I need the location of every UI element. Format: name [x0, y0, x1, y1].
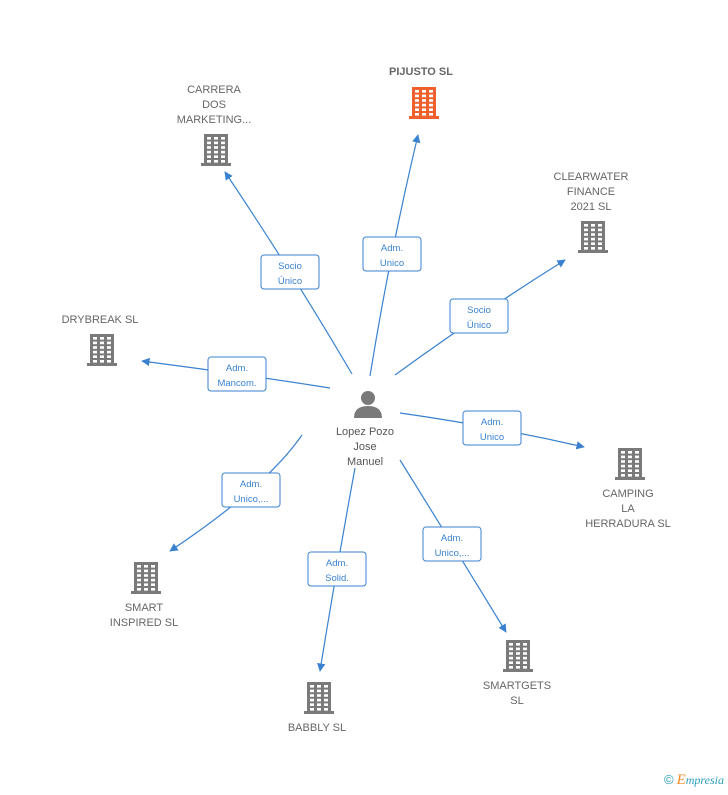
company-label-line: 2021 SL	[571, 201, 612, 213]
edge-label-line: Solid.	[325, 573, 349, 584]
person-name-line: Lopez Pozo	[336, 426, 394, 438]
edge-label-box[interactable]	[307, 551, 367, 587]
person-name-line: Jose	[353, 441, 376, 453]
edge-label-box[interactable]	[221, 472, 281, 508]
brand-initial: E	[676, 772, 686, 788]
person-icon	[354, 391, 382, 418]
building-icon[interactable]	[409, 87, 439, 119]
edge-label-line: Mancom.	[217, 378, 256, 389]
edges-layer: Adm.UnicoSocioÚnicoSocioÚnicoAdm.Mancom.…	[141, 134, 585, 672]
company-label-line: DOS	[202, 99, 226, 111]
edge-label-box[interactable]	[422, 526, 482, 562]
company-node-pijusto[interactable]: PIJUSTO SL	[389, 66, 453, 119]
edge-label-line: Adm.	[240, 479, 262, 490]
edge-label-line: Adm.	[226, 363, 248, 374]
building-icon[interactable]	[87, 334, 117, 366]
edge-pijusto: Adm. Unico	[362, 134, 422, 377]
company-node-clearwater[interactable]: CLEARWATER FINANCE 2021 SL	[554, 171, 629, 253]
company-label-line: DRYBREAK SL	[62, 314, 139, 326]
nodes-layer: PIJUSTO SL CARRERA DOS MARKETING... CLEARWAT…	[62, 66, 671, 734]
edge-camping: Adm. Unico	[399, 410, 585, 450]
edge-smartgets: Adm. Unico,...	[399, 459, 507, 633]
empresia-logo: © Empresia	[664, 772, 724, 789]
edge-label-line: Unico	[380, 258, 404, 269]
edge-label-line: Único	[467, 320, 491, 331]
copyright-symbol: ©	[664, 772, 674, 787]
company-node-smart[interactable]: SMART INSPIRED SL	[110, 562, 178, 629]
person-name-line: Manuel	[347, 456, 383, 468]
building-icon[interactable]	[615, 448, 645, 480]
brand-name: mpresia	[685, 773, 724, 787]
company-label-line: CLEARWATER	[554, 171, 629, 183]
company-label-line: MARKETING...	[177, 114, 252, 126]
company-label-line: PIJUSTO SL	[389, 66, 453, 78]
company-label-line: CAMPING	[602, 488, 653, 500]
company-label-line: INSPIRED SL	[110, 617, 178, 629]
building-icon[interactable]	[578, 221, 608, 253]
edge-label-line: Unico,...	[435, 548, 470, 559]
edge-label-line: Adm.	[326, 558, 348, 569]
edge-label-box[interactable]	[462, 410, 522, 446]
edge-label-line: Adm.	[441, 533, 463, 544]
company-node-smartgets[interactable]: SMARTGETS SL	[483, 640, 551, 707]
company-label-line: LA	[621, 503, 635, 515]
edge-label-line: Socio	[278, 261, 302, 272]
edge-label-line: Único	[278, 276, 302, 287]
edge-label-line: Adm.	[381, 243, 403, 254]
company-node-babbly[interactable]: BABBLY SL	[288, 682, 346, 734]
company-node-drybreak[interactable]: DRYBREAK SL	[62, 314, 139, 366]
edge-label-line: Adm.	[481, 417, 503, 428]
company-node-camping[interactable]: CAMPING LA HERRADURA SL	[585, 448, 671, 530]
edge-label-box[interactable]	[362, 236, 422, 272]
edge-label-line: Unico	[480, 432, 504, 443]
edge-babbly: Adm. Solid.	[307, 467, 367, 672]
building-icon[interactable]	[503, 640, 533, 672]
company-label-line: FINANCE	[567, 186, 615, 198]
edge-drybreak: Adm. Mancom.	[141, 356, 331, 392]
edge-label-box[interactable]	[260, 254, 320, 290]
edge-label-line: Socio	[467, 305, 491, 316]
edge-label-box[interactable]	[449, 298, 509, 334]
company-label-line: SL	[510, 695, 523, 707]
edge-smart: Adm. Unico,...	[169, 434, 303, 552]
company-label-line: CARRERA	[187, 84, 241, 96]
company-label-line: SMARTGETS	[483, 680, 551, 692]
company-label-line: BABBLY SL	[288, 722, 346, 734]
building-icon[interactable]	[304, 682, 334, 714]
edge-label-box[interactable]	[207, 356, 267, 392]
company-label-line: HERRADURA SL	[585, 518, 671, 530]
company-label-line: SMART	[125, 602, 164, 614]
building-icon[interactable]	[131, 562, 161, 594]
edge-label-line: Unico,...	[234, 494, 269, 505]
company-node-carrera[interactable]: CARRERA DOS MARKETING...	[177, 84, 252, 166]
building-icon[interactable]	[201, 134, 231, 166]
